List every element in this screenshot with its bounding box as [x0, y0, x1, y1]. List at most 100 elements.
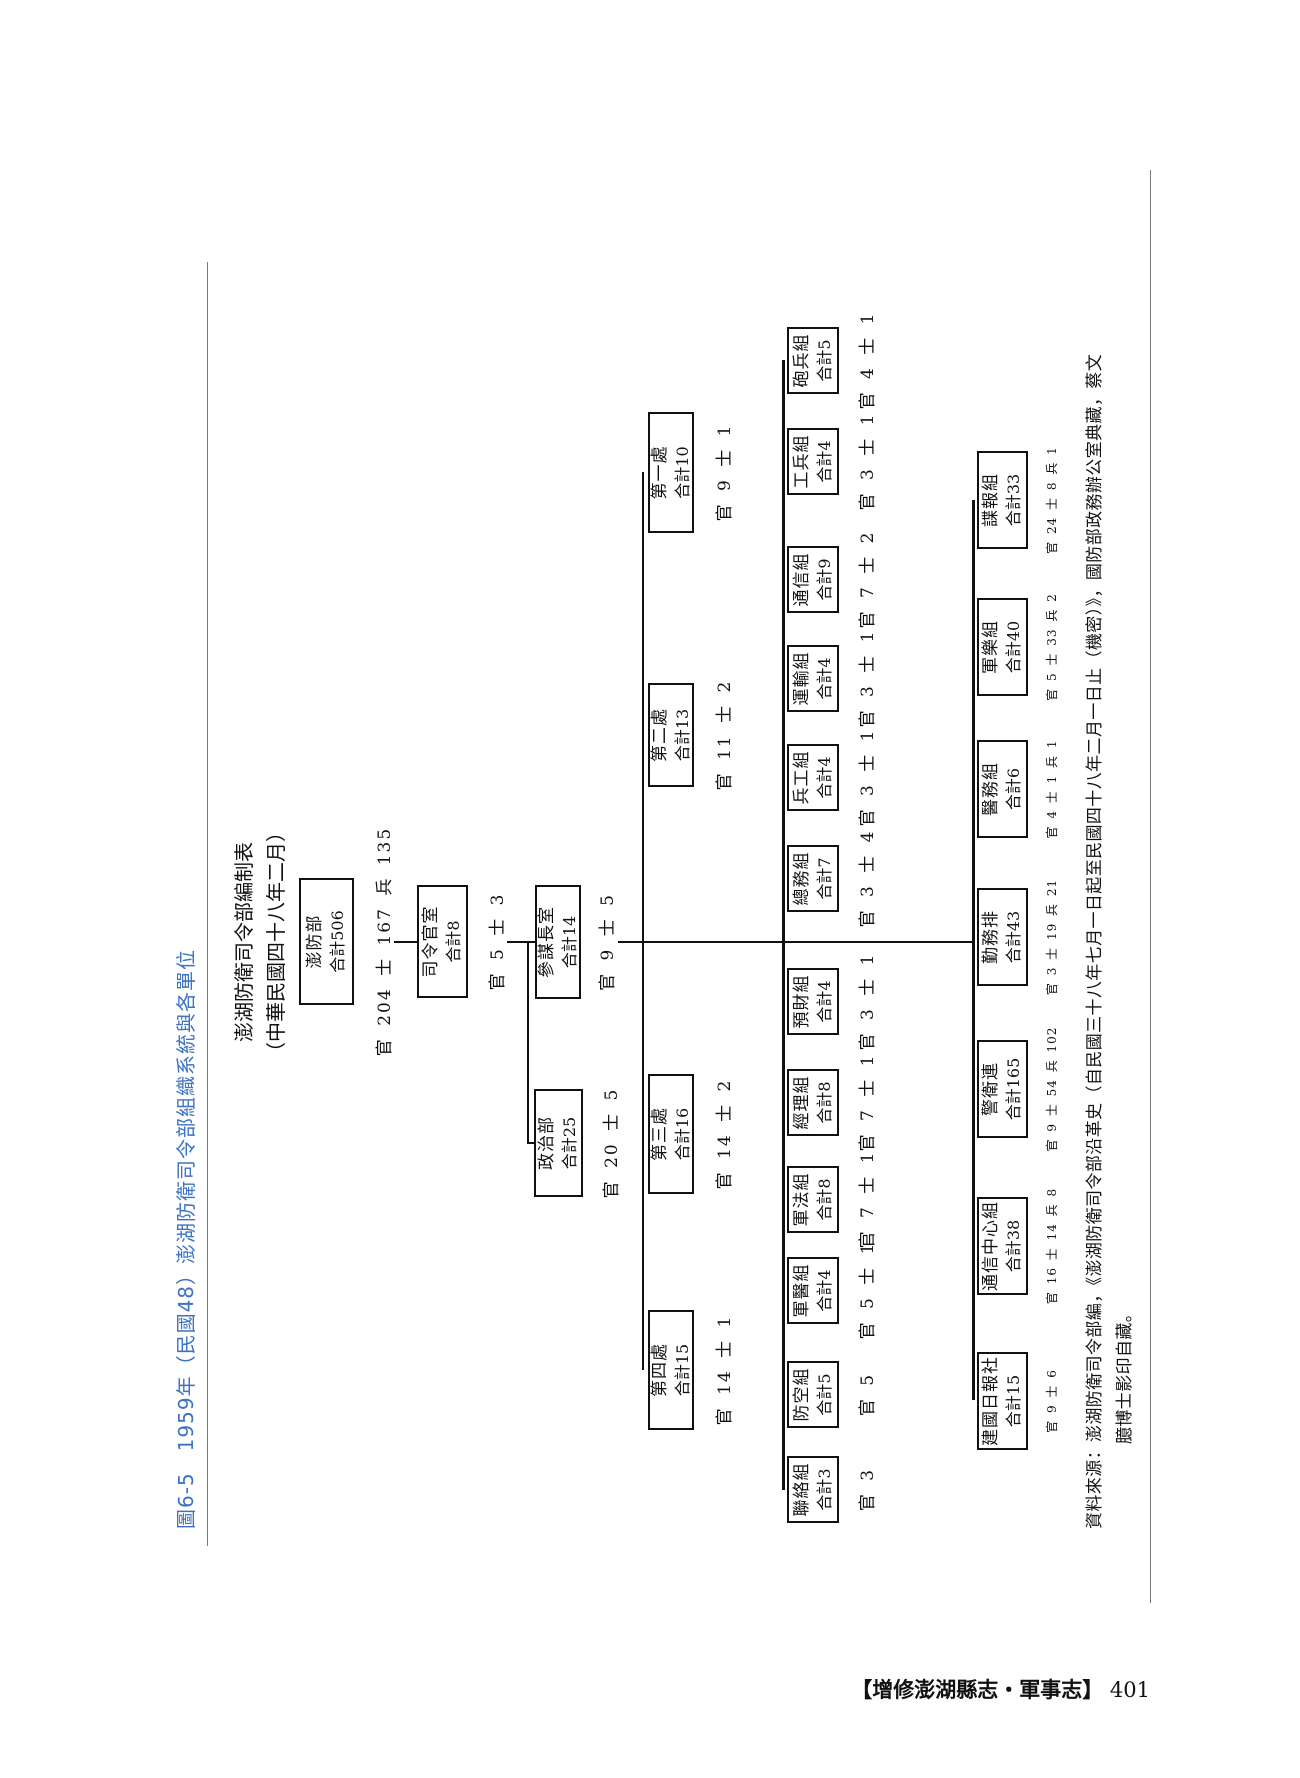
- unit-staff-count: 官 5 士 3: [488, 892, 508, 991]
- unit-name: 通信組: [791, 552, 812, 607]
- org-unit-box: 防空組合計5: [787, 1361, 839, 1428]
- org-unit-box: 建國日報社合計15: [977, 1352, 1028, 1450]
- unit-total: 合計165: [1004, 1057, 1024, 1121]
- unit-staff-count: 官 7 士 2: [858, 530, 878, 629]
- unit-total: 合計33: [1004, 473, 1024, 527]
- org-unit-box: 政治部合計25: [534, 1089, 583, 1197]
- org-unit-box: 澎防部合計506: [299, 878, 354, 1005]
- org-unit-box: 第一處合計10: [648, 412, 694, 533]
- unit-staff-count: 官 9 士 6: [1045, 1369, 1059, 1433]
- unit-staff-count: 官 11 士 2: [715, 679, 735, 791]
- unit-total: 合計40: [1004, 620, 1024, 674]
- page-number: 401: [1109, 1678, 1150, 1702]
- org-unit-box: 經理組合計8: [787, 1069, 839, 1136]
- unit-staff-count: 官 4 士 1: [858, 311, 878, 410]
- unit-name: 澎防部: [305, 914, 326, 969]
- org-unit-box: 醫務組合計6: [977, 740, 1028, 838]
- unit-total: 合計9: [814, 558, 834, 601]
- unit-total: 合計5: [814, 1373, 834, 1416]
- unit-staff-count: 官 3 士 1: [858, 412, 878, 511]
- org-unit-box: 軍醫組合計4: [787, 1257, 839, 1324]
- org-unit-box: 第四處合計15: [648, 1310, 694, 1430]
- org-unit-box: 運輸組合計4: [787, 645, 839, 712]
- unit-name: 醫務組: [981, 762, 1002, 816]
- unit-staff-count: 官 3 士 1: [858, 952, 878, 1051]
- division-trunk-line: [642, 472, 644, 1370]
- unit-total: 合計7: [814, 857, 834, 900]
- unit-total: 合計4: [814, 657, 834, 700]
- unit-staff-count: 官 9 士 1: [715, 423, 735, 522]
- unit-total: 合計8: [444, 920, 464, 963]
- org-unit-box: 軍樂組合計40: [977, 598, 1028, 696]
- unit-total: 合計506: [328, 910, 348, 973]
- org-unit-box: 參謀長室合計14: [535, 885, 581, 999]
- unit-name: 工兵組: [791, 434, 812, 489]
- unit-name: 建國日報社: [981, 1356, 1002, 1446]
- group-a-trunk-line: [782, 360, 785, 1490]
- unit-name: 砲兵組: [791, 333, 812, 388]
- unit-total: 合計15: [1004, 1374, 1024, 1428]
- unit-staff-count: 官 3 士 1: [858, 629, 878, 728]
- unit-staff-count: 官 9 士 54 兵 102: [1045, 1026, 1059, 1152]
- unit-name: 勤務排: [981, 910, 1002, 964]
- org-unit-box: 兵工組合計4: [787, 744, 839, 811]
- unit-total: 合計4: [814, 1269, 834, 1312]
- unit-staff-count: 官 24 士 8 兵 1: [1045, 446, 1059, 554]
- unit-name: 經理組: [791, 1075, 812, 1130]
- org-unit-box: 通信中心組合計38: [977, 1197, 1028, 1295]
- right-rule: [1150, 170, 1151, 1603]
- source-note-line2: 臆博士影印自藏。: [1115, 1304, 1135, 1444]
- unit-staff-count: 官 14 士 1: [715, 1314, 735, 1426]
- unit-staff-count: 官 20 士 5: [602, 1087, 622, 1199]
- org-unit-box: 通信組合計9: [787, 546, 839, 613]
- unit-name: 軍醫組: [791, 1263, 812, 1318]
- left-rule: [207, 262, 208, 1546]
- unit-name: 防空組: [791, 1367, 812, 1422]
- org-unit-box: 第三處合計16: [648, 1074, 694, 1194]
- unit-name: 第一處: [649, 445, 670, 500]
- unit-name: 諜報組: [981, 473, 1002, 527]
- org-unit-box: 總務組合計7: [787, 845, 839, 912]
- unit-staff-count: 官 3 士 4: [858, 829, 878, 928]
- unit-total: 合計43: [1004, 910, 1024, 964]
- unit-staff-count: 官 3 士 1: [858, 728, 878, 827]
- chart-title: 澎湖防衛司令部編制表: [232, 842, 256, 1042]
- unit-total: 合計25: [560, 1116, 580, 1170]
- unit-total: 合計15: [672, 1343, 692, 1397]
- unit-total: 合計6: [1004, 767, 1024, 811]
- source-note-line1: 資料來源：澎湖防衛司令部編，《澎湖防衛司令部沿革史（自民國三十八年七月一日起至民…: [1085, 353, 1105, 1529]
- org-unit-box: 工兵組合計4: [787, 428, 839, 495]
- unit-name: 第二處: [649, 708, 670, 762]
- unit-name: 政治部: [537, 1116, 558, 1170]
- org-unit-box: 警衛連合計165: [977, 1040, 1028, 1138]
- org-unit-box: 軍法組合計8: [787, 1166, 839, 1233]
- unit-total: 合計14: [559, 915, 579, 969]
- unit-total: 合計16: [672, 1107, 692, 1161]
- unit-staff-count: 官 5: [858, 1372, 878, 1417]
- unit-staff-count: 官 16 士 14 兵 8: [1045, 1187, 1059, 1305]
- unit-total: 合計5: [814, 339, 834, 382]
- unit-total: 合計4: [814, 756, 834, 799]
- org-unit-box: 聯絡組合計3: [787, 1456, 839, 1523]
- unit-name: 第四處: [649, 1343, 670, 1397]
- unit-staff-count: 官 7 士 1: [858, 1053, 878, 1152]
- unit-staff-count: 官 204 士 167 兵 135: [375, 826, 395, 1057]
- unit-name: 兵工組: [791, 750, 812, 805]
- unit-staff-count: 官 5 士 1: [858, 1241, 878, 1340]
- unit-total: 合計3: [814, 1468, 834, 1511]
- book-title: 【增修澎湖縣志・軍事志】: [851, 1677, 1104, 1702]
- org-unit-box: 第二處合計13: [648, 683, 694, 787]
- unit-name: 聯絡組: [791, 1462, 812, 1517]
- unit-total: 合計4: [814, 440, 834, 483]
- unit-total: 合計8: [814, 1178, 834, 1221]
- unit-total: 合計10: [672, 446, 692, 499]
- unit-staff-count: 官 3 士 19 兵 21: [1045, 878, 1059, 996]
- org-unit-box: 司令官室合計8: [417, 885, 468, 998]
- unit-name: 軍法組: [791, 1172, 812, 1227]
- unit-staff-count: 官 7 士 1: [858, 1150, 878, 1249]
- org-chart-figure: 圖6-5 1959年（民國48）澎湖防衛司令部組織系統與各單位 澎湖防衛司令部編…: [150, 150, 1160, 1620]
- unit-staff-count: 官 14 士 2: [715, 1078, 735, 1190]
- unit-total: 合計38: [1004, 1219, 1024, 1273]
- unit-name: 運輸組: [791, 651, 812, 706]
- unit-name: 通信中心組: [981, 1201, 1002, 1291]
